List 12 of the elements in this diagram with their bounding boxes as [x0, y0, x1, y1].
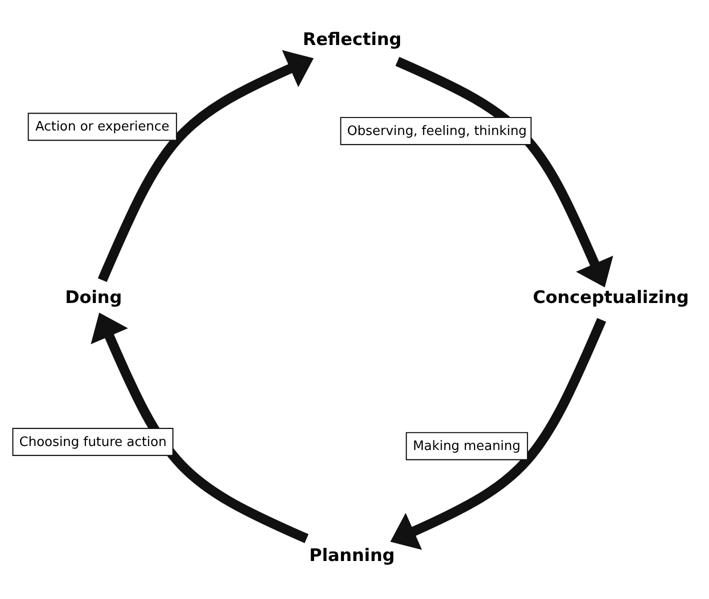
edge-label: Choosing future action [19, 434, 167, 450]
arrow [98, 50, 314, 282]
node-text: Doing [65, 288, 122, 308]
edge-label: Observing, feeling, thinking [347, 123, 527, 138]
edge-label: Action or experience [35, 119, 170, 134]
node-text: Reflecting [302, 29, 402, 50]
node-text: Conceptualizing [532, 288, 689, 308]
node-text: Planning [309, 546, 395, 566]
arrow [90, 312, 309, 543]
edge-label: Making meaning [412, 438, 521, 454]
arrow [395, 56, 614, 287]
arrow [390, 317, 606, 550]
